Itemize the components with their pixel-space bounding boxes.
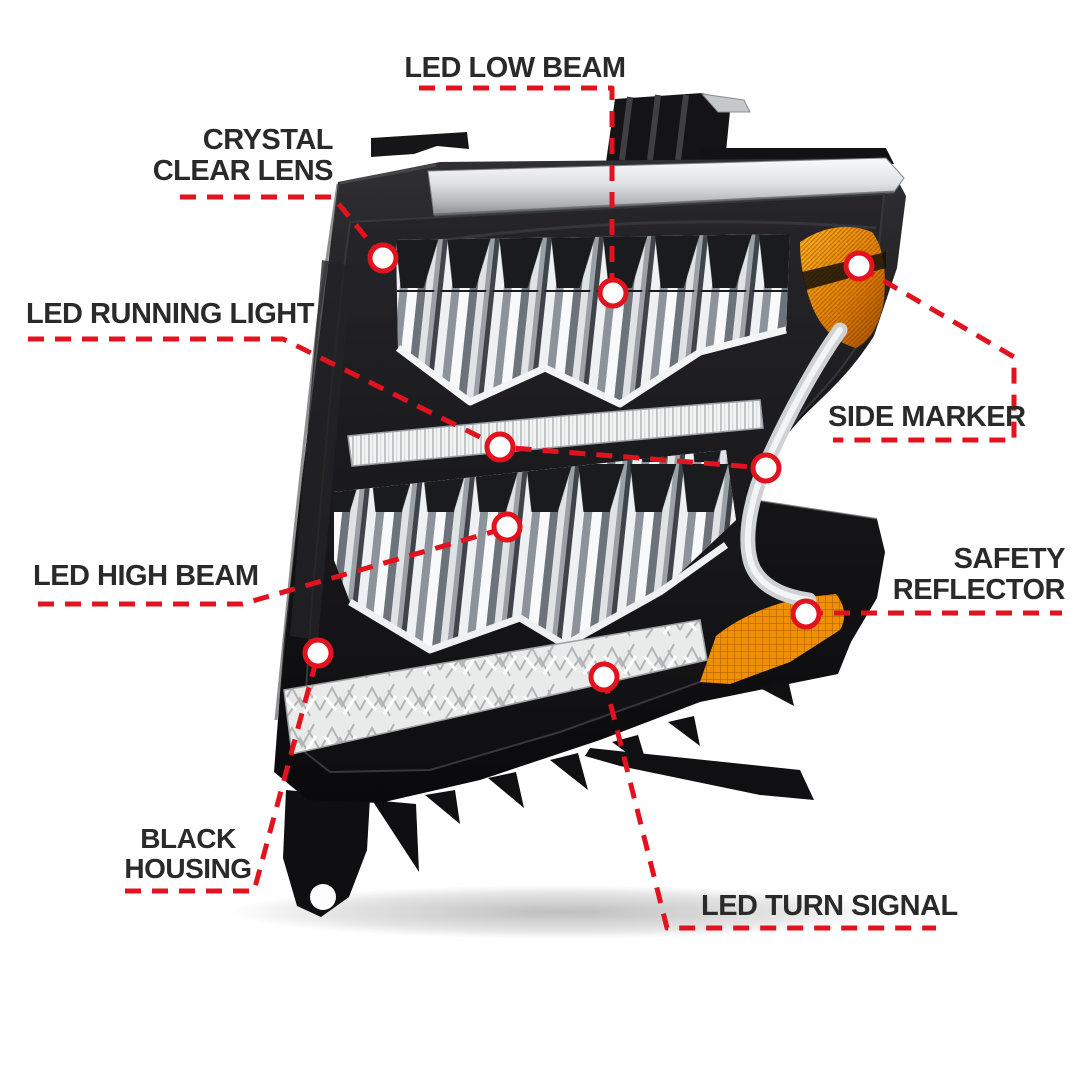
- label-line: SAFETY: [953, 543, 1066, 575]
- mounting-brackets: [283, 93, 894, 917]
- led-high-beam-reflector: [334, 450, 736, 654]
- leader-led-turn-signal: [601, 677, 936, 931]
- dot-black-housing: [302, 637, 334, 669]
- dot-led-high-beam: [491, 511, 523, 543]
- leader-crystal-clear-lens: [180, 194, 384, 259]
- callout-label-crystal-clear-lens: CRYSTAL CLEAR LENS: [133, 124, 334, 187]
- ground-shadow: [230, 885, 890, 939]
- callout-label-side-marker: SIDE MARKER: [828, 401, 1026, 433]
- leader-led-high-beam: [38, 525, 507, 607]
- dot-led-turn-signal: [588, 661, 620, 693]
- dot-side-marker: [843, 250, 875, 282]
- dot-led-low-beam: [597, 277, 629, 309]
- leader-side-marker: [833, 264, 1017, 443]
- bracket-hole: [310, 884, 336, 910]
- led-low-beam-reflector: [395, 234, 790, 408]
- dot-led-running-light: [484, 431, 516, 463]
- label-line: BLACK: [140, 823, 236, 854]
- dot-drl-tube: [750, 452, 782, 484]
- callout-label-black-housing: BLACK HOUSING: [103, 824, 273, 884]
- label-line: REFLECTOR: [892, 574, 1066, 606]
- dot-safety-reflector: [790, 598, 822, 630]
- callout-label-led-high-beam: LED HIGH BEAM: [33, 560, 259, 592]
- leader-lines: [28, 85, 1062, 931]
- bracket-hook: [700, 93, 751, 113]
- callout-label-safety-reflector: SAFETY REFLECTOR: [880, 543, 1066, 606]
- callout-label-led-turn-signal: LED TURN SIGNAL: [701, 890, 958, 922]
- leader-led-low-beam: [419, 85, 615, 282]
- led-turn-signal-strip: [283, 619, 708, 755]
- callout-dots: [302, 242, 875, 693]
- label-line: HOUSING: [124, 853, 252, 884]
- leader-black-housing: [125, 653, 321, 894]
- leader-led-running-light: [28, 336, 766, 471]
- callout-label-led-running-light: LED RUNNING LIGHT: [26, 298, 314, 330]
- dot-crystal-clear-lens: [367, 242, 399, 274]
- callout-label-led-low-beam: LED LOW BEAM: [404, 52, 626, 84]
- label-line: CLEAR LENS: [152, 155, 334, 187]
- housing-fins: [425, 680, 794, 824]
- chrome-trim-strip: [427, 157, 905, 217]
- drl-light-tube: [740, 322, 848, 608]
- led-running-light-strip: [347, 399, 764, 467]
- label-line: CRYSTAL: [202, 124, 334, 156]
